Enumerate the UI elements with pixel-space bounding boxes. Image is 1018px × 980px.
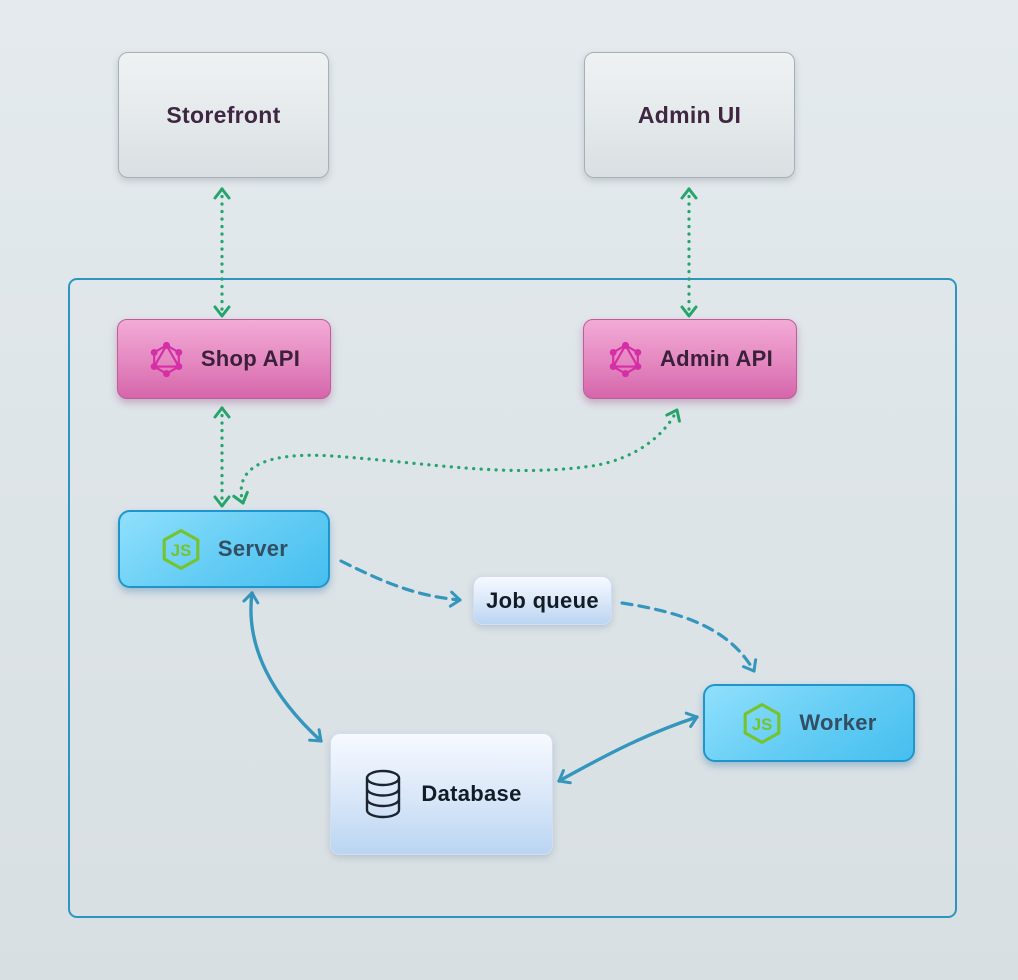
node-label: Database bbox=[421, 781, 522, 806]
backend-container-box bbox=[68, 278, 957, 918]
node-worker: JS Worker bbox=[703, 684, 915, 762]
svg-text:JS: JS bbox=[752, 714, 773, 733]
node-label: Storefront bbox=[166, 101, 281, 128]
nodejs-icon: JS bbox=[162, 528, 200, 570]
node-label: Shop API bbox=[200, 346, 301, 371]
node-job-queue: Job queue bbox=[473, 576, 612, 625]
node-shop-api: Shop API bbox=[117, 319, 331, 399]
node-admin-ui: Admin UI bbox=[584, 52, 795, 178]
node-server: JS Server bbox=[118, 510, 330, 588]
node-label: Job queue bbox=[486, 587, 599, 613]
graphql-icon bbox=[150, 341, 183, 377]
node-label: Worker bbox=[799, 710, 877, 735]
node-storefront: Storefront bbox=[118, 52, 329, 178]
node-admin-api: Admin API bbox=[583, 319, 797, 399]
node-label: Admin API bbox=[659, 346, 774, 371]
node-label: Server bbox=[217, 536, 289, 561]
database-icon bbox=[366, 769, 401, 819]
svg-text:JS: JS bbox=[171, 540, 192, 559]
node-label: Admin UI bbox=[637, 101, 742, 128]
node-database: Database bbox=[330, 733, 553, 855]
nodejs-icon: JS bbox=[744, 702, 781, 744]
graphql-icon bbox=[609, 341, 642, 377]
